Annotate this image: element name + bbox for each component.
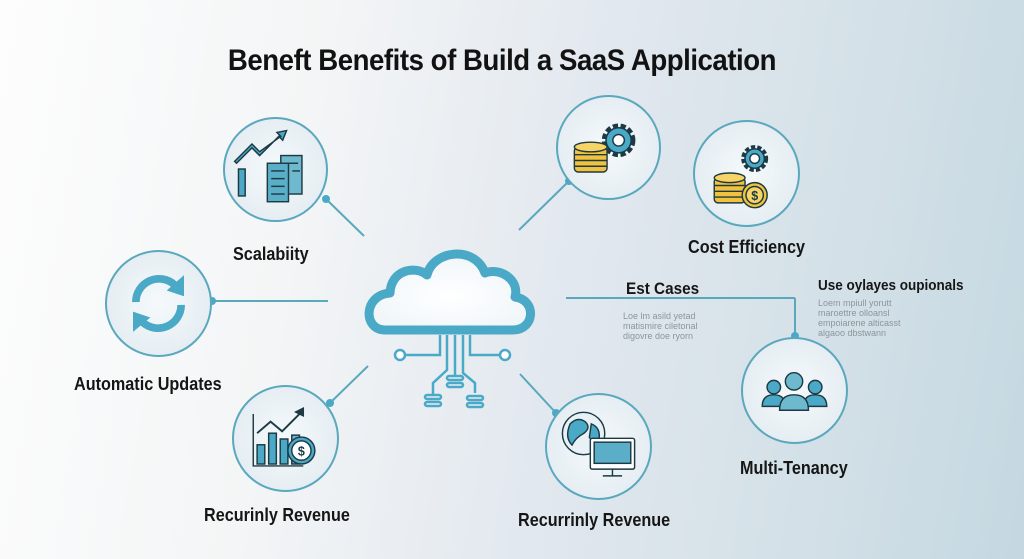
use-cases-text: Loe lm asild yetad matismire ciletonal d…: [623, 311, 698, 341]
label-multi-tenancy: Multi-Tenancy: [740, 458, 848, 478]
users-group-icon: [761, 371, 828, 411]
page-title: Beneft Benefits of Build a SaaS Applicat…: [227, 44, 777, 77]
coins-dollar-gear-icon: $: [713, 145, 769, 209]
bar-chart-dollar-icon: $: [252, 407, 316, 467]
svg-text:$: $: [751, 189, 758, 203]
label-recurring-revenue-right: Recurrinly Revenue: [518, 510, 671, 530]
label-automatic-updates: Automatic Updates: [74, 374, 222, 394]
cloud-circuit-icon: [355, 225, 545, 415]
use-cases-heading: Est Cases: [626, 279, 700, 298]
node-recurring-revenue-left: $: [232, 385, 339, 492]
label-cost-efficiency: Cost Efficiency: [688, 237, 806, 257]
node-coins-gear: [556, 95, 661, 200]
growth-servers-icon: [233, 129, 303, 203]
label-recurring-revenue-left: Recurinly Revenue: [204, 505, 350, 525]
label-scalability: Scalabiity: [233, 244, 309, 264]
svg-text:$: $: [298, 444, 305, 458]
refresh-icon: [132, 275, 185, 332]
globe-monitor-icon: [561, 411, 636, 477]
options-text: Loem mpiull yorutt maroettre olloansl em…: [818, 298, 901, 338]
node-scalability: [223, 117, 328, 222]
node-recurring-revenue-right: [545, 393, 652, 500]
node-cost-efficiency: $: [693, 120, 800, 227]
coins-gear-icon: [573, 123, 636, 173]
node-automatic-updates: [105, 250, 212, 357]
options-heading: Use oylayes oupionals: [818, 277, 964, 294]
node-multi-tenancy: [741, 337, 848, 444]
